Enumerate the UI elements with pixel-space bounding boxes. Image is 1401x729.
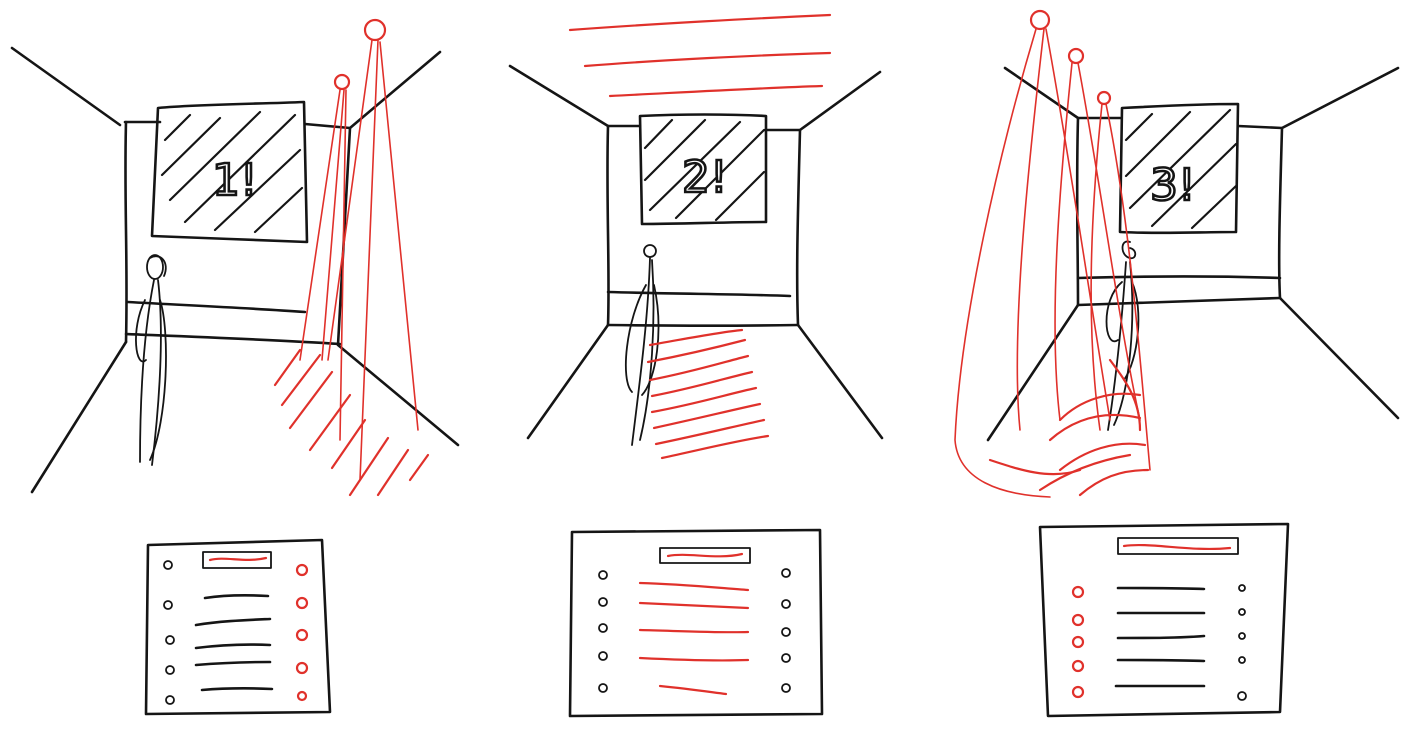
panel-3: 3! [955,11,1398,497]
presenter-figure [1107,241,1139,430]
right-buttons [297,565,307,700]
right-buttons [1238,585,1246,700]
ceiling-light-strips [570,15,830,96]
light-beams [300,20,418,480]
room-outline [988,68,1398,440]
left-buttons [599,571,607,692]
control-panel-3 [1040,524,1288,716]
slider-lines [640,583,748,694]
panel-1: 1! [12,20,458,495]
wall-screen: 3! [1120,104,1238,233]
light-beams [955,11,1150,497]
floor-hatching [275,350,428,495]
slider-lines [196,595,272,690]
slider-lines [1116,588,1204,686]
room-outline [12,48,458,492]
control-panel-1 [146,540,330,714]
wall-screen: 2! [640,115,766,225]
left-buttons [164,561,174,704]
room-outline [510,66,882,438]
left-buttons [1073,587,1083,697]
right-buttons [782,569,790,692]
floor-hatching [648,330,768,458]
control-panel-2 [570,530,822,716]
panel-2: 2! [510,15,882,458]
screen-label-3: 3! [1150,160,1196,211]
screen-label-2: 2! [682,152,728,203]
floor-hatching [990,360,1148,495]
presenter-figure [136,255,166,465]
wall-screen: 1! [152,102,307,242]
screen-label-1: 1! [212,155,258,206]
